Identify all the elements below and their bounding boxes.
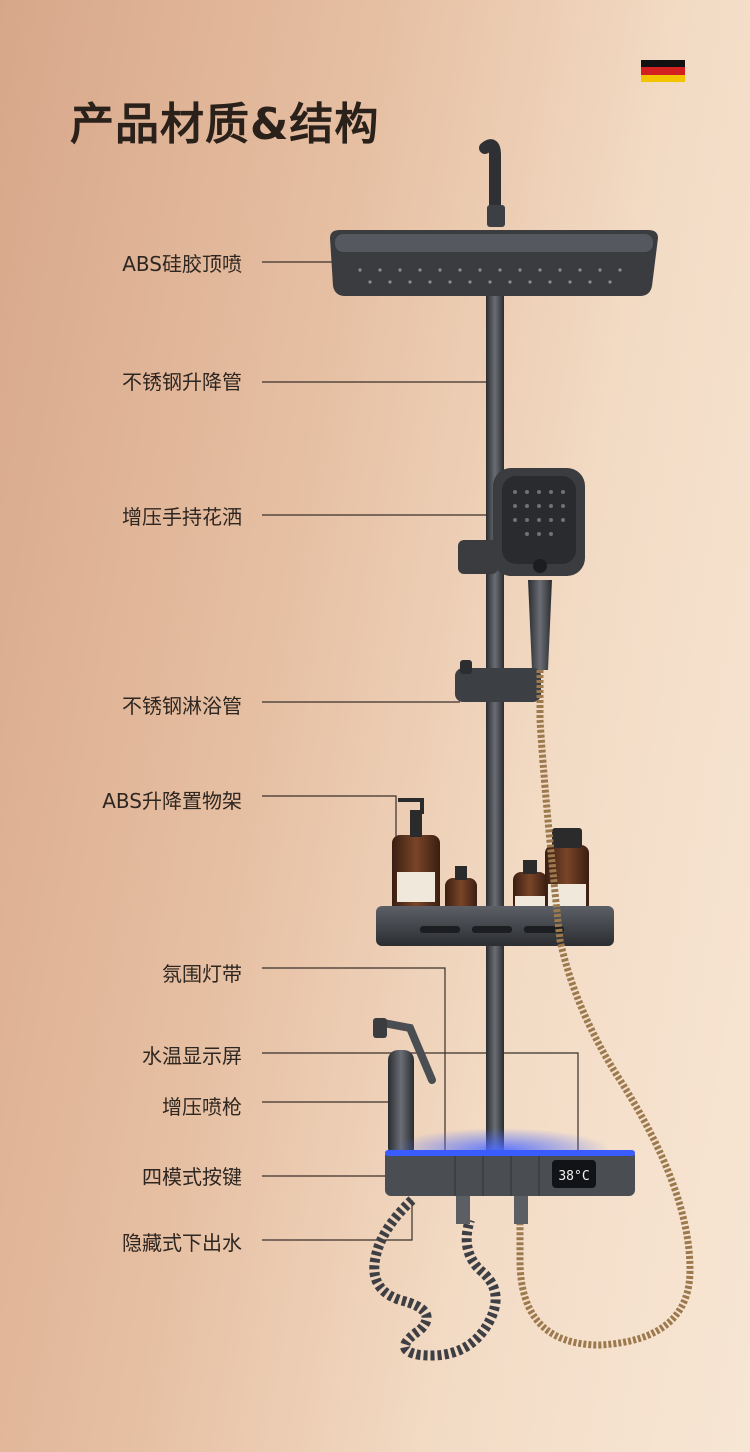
label-abs-top-spray: ABS硅胶顶喷 (122, 252, 242, 276)
label-pressurized-handheld: 增压手持花洒 (122, 505, 242, 529)
label-four-mode-buttons: 四模式按键 (142, 1165, 242, 1189)
label-water-temp-display: 水温显示屏 (142, 1044, 242, 1068)
lift-shelf (376, 798, 614, 946)
temperature-display (552, 1160, 596, 1188)
top-spray-head (330, 230, 658, 296)
spray-gun (373, 1018, 436, 1158)
germany-flag-icon (641, 60, 685, 83)
slider-bracket (455, 668, 541, 702)
handheld-shower (493, 468, 585, 670)
steel-lift-pipe (486, 290, 504, 1170)
leader-lines (262, 261, 579, 1241)
control-panel: 38°C (385, 1150, 635, 1224)
label-steel-shower-pipe: 不锈钢淋浴管 (122, 694, 242, 718)
label-abs-lift-shelf: ABS升降置物架 (102, 789, 242, 813)
label-hidden-lower-outlet: 隐藏式下出水 (122, 1231, 242, 1255)
label-steel-lift-pipe: 不锈钢升降管 (122, 370, 242, 394)
label-pressurized-spray-gun: 增压喷枪 (162, 1095, 242, 1119)
label-ambient-light-strip: 氛围灯带 (162, 962, 242, 986)
gooseneck-arm (479, 139, 501, 221)
coiled-hose (369, 1196, 501, 1361)
temperature-readout: 38°C (558, 1169, 589, 1184)
handheld-holder (458, 540, 498, 574)
page-title: 产品材质&结构 (70, 99, 380, 150)
shower-hose (516, 670, 694, 1349)
